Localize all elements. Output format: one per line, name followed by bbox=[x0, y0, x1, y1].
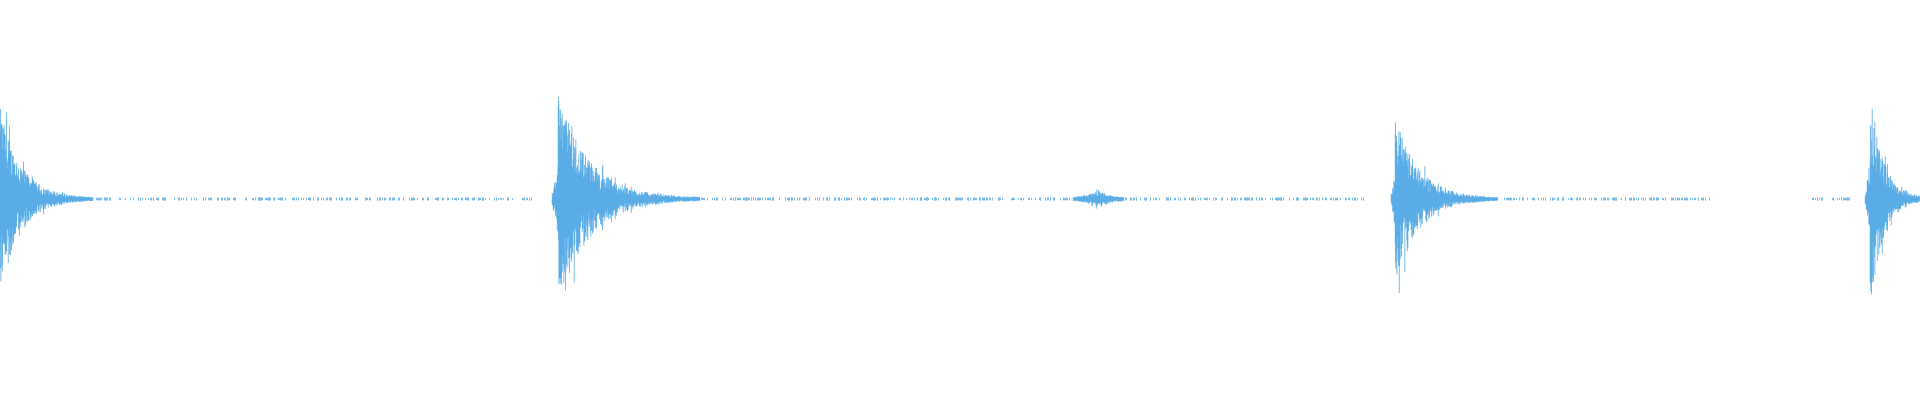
waveform-signal bbox=[0, 97, 1920, 295]
waveform-trace bbox=[0, 97, 1920, 295]
